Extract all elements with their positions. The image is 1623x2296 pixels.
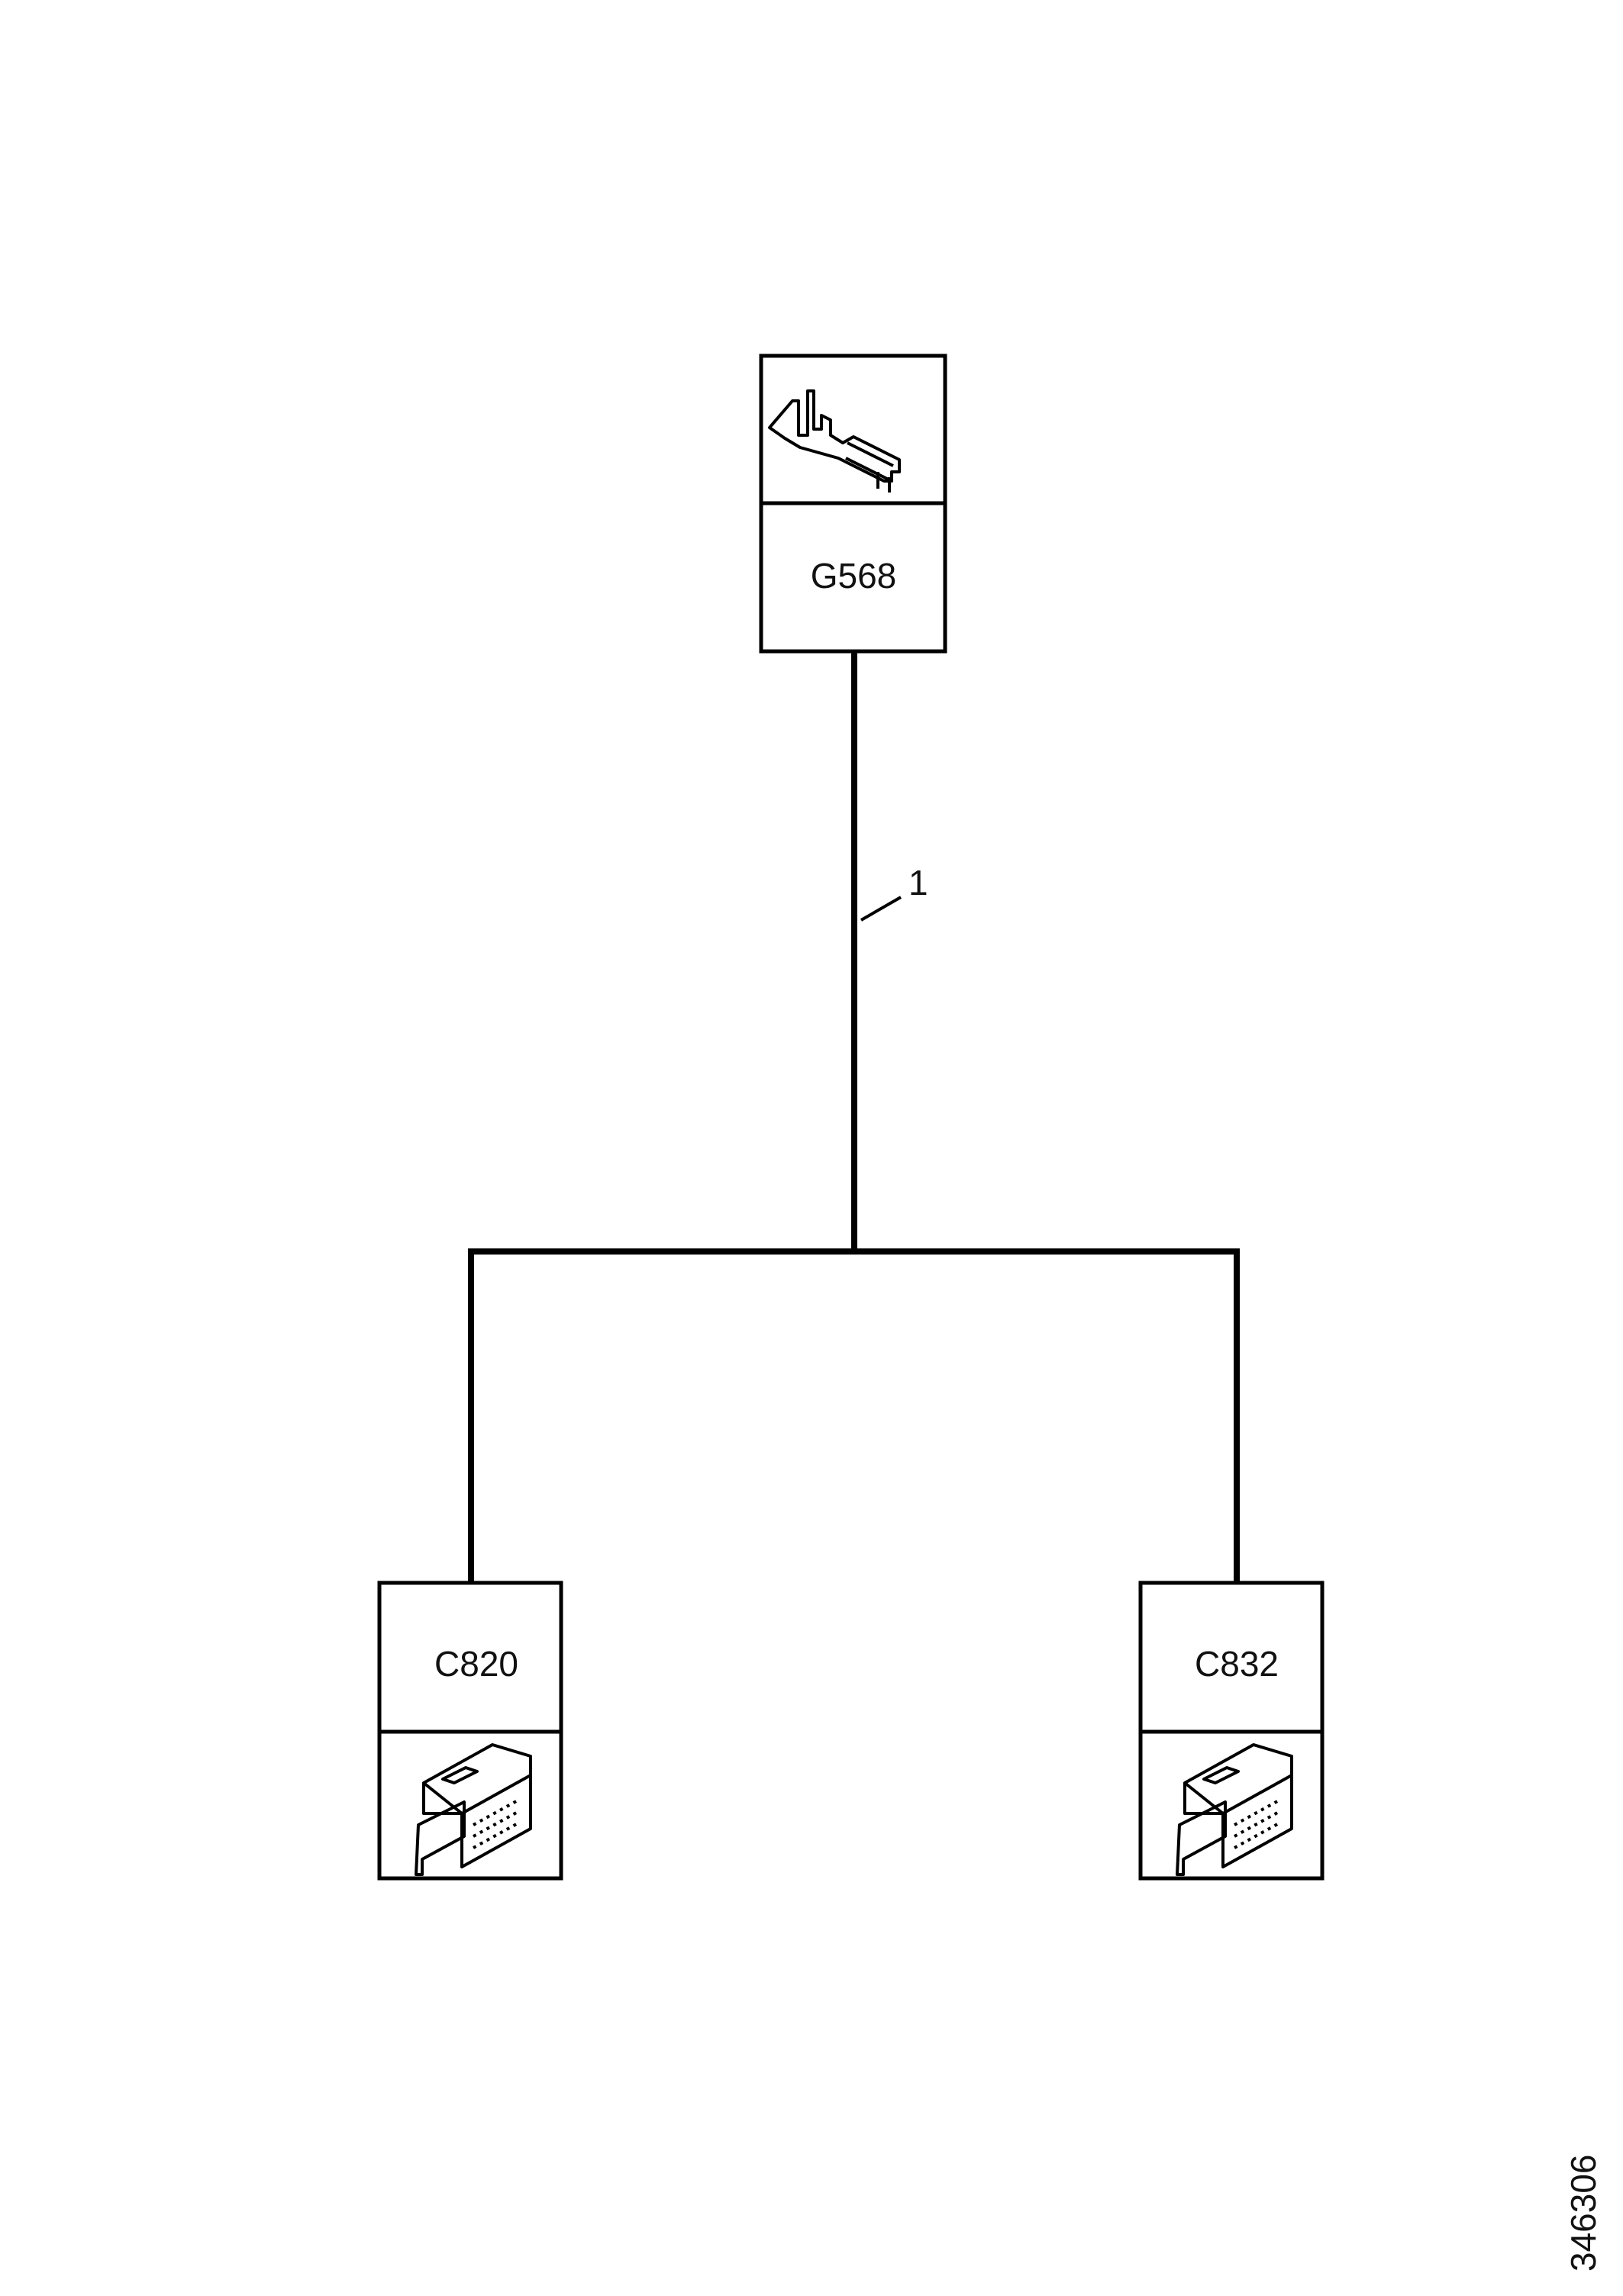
component-g568[interactable]: G568: [759, 354, 947, 654]
wire-label: 1: [908, 863, 928, 903]
figure-code: 346306: [1563, 2155, 1603, 2272]
connector-icon: [415, 1743, 532, 1876]
wire-tick-mark: [860, 896, 902, 922]
component-id: G568: [811, 556, 897, 596]
terminal-icon: [768, 389, 901, 492]
component-id: C832: [1195, 1644, 1279, 1684]
component-c832[interactable]: C832: [1138, 1581, 1325, 1881]
component-id: C820: [434, 1644, 518, 1684]
connector-icon: [1176, 1743, 1293, 1876]
component-c820[interactable]: C820: [377, 1581, 563, 1881]
